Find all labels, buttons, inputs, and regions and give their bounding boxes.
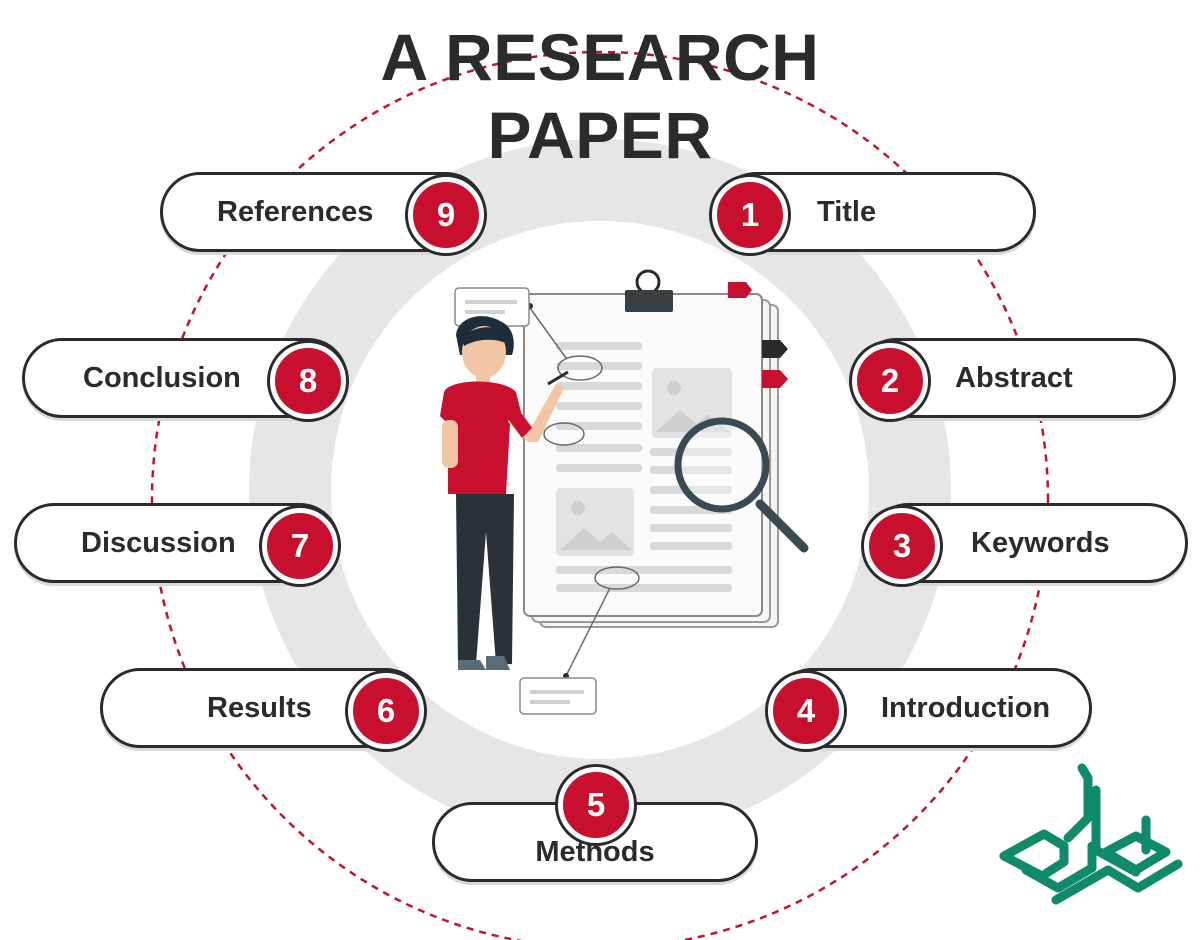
step-label: References [217,196,374,228]
step-conclusion: Conclusion 8 [22,338,352,419]
document-stack-illustration [454,269,788,715]
bookmark-tab-red [762,370,788,388]
step-number-badge: 8 [270,343,346,419]
step-label: Keywords [971,527,1110,559]
brand-logo [999,763,1183,905]
title-line-2: PAPER [487,98,713,172]
step-label: Discussion [81,527,236,559]
bookmark-tab-red-top [728,282,752,298]
step-number-badge: 1 [712,177,788,253]
step-label: Conclusion [83,362,241,394]
binder-clip-icon [625,269,673,312]
step-number-badge: 3 [864,508,940,584]
step-methods: Methods 5 [432,764,758,886]
step-results: Results 6 [100,668,430,749]
image-placeholder-icon [556,488,634,556]
step-title: Title 1 [712,172,1036,253]
step-introduction: Introduction 4 [768,668,1092,749]
step-number-badge: 2 [852,343,928,419]
bookmark-tab-dark [762,340,788,358]
step-number-badge: 4 [768,673,844,749]
step-keywords: Keywords 3 [864,503,1188,584]
step-number-badge: 7 [262,508,338,584]
researcher-illustration [440,316,569,670]
step-label: Title [817,196,877,228]
step-label: Introduction [881,692,1051,724]
step-number-badge: 9 [408,177,484,253]
magnifier-icon [674,417,809,553]
step-abstract: Abstract 2 [852,338,1176,419]
step-label: Results [207,692,312,724]
step-references: References 9 [160,172,490,253]
step-label: Abstract [955,362,1073,394]
research-illustration [440,269,809,715]
step-number-badge: 5 [558,767,634,843]
step-discussion: Discussion 7 [14,503,344,584]
dashed-orbit [150,50,1050,940]
page-title: A RESEARCH PAPER [300,18,900,174]
step-number-badge: 6 [348,673,424,749]
title-line-1: A RESEARCH [380,20,820,94]
